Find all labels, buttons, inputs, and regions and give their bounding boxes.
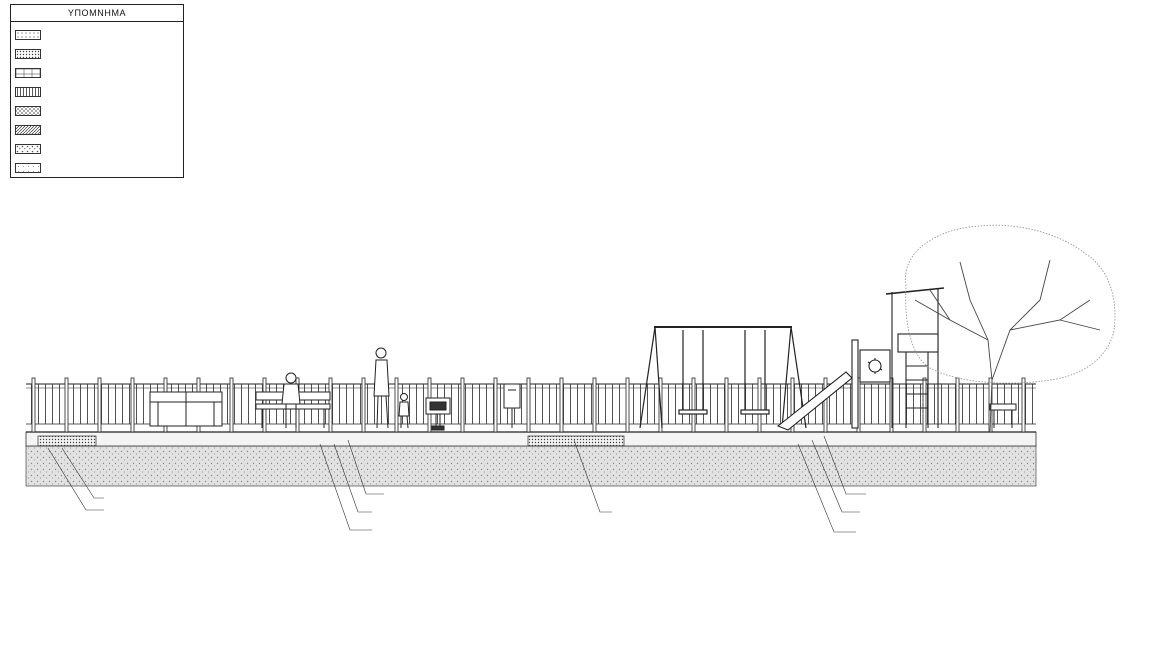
- fence-post: [493, 377, 498, 433]
- seated-person-figure: [281, 372, 301, 428]
- fence-post: [361, 377, 366, 433]
- legend-item: [15, 63, 179, 82]
- legend-item: [15, 101, 179, 120]
- legend-swatch-light-dots: [15, 162, 41, 173]
- fence-post: [130, 377, 135, 433]
- fence-post: [229, 377, 234, 433]
- fence-post: [394, 377, 399, 433]
- fence-post: [97, 377, 102, 433]
- fence-post: [31, 377, 36, 433]
- fence-post: [625, 377, 630, 433]
- legend-swatch-bricks: [15, 67, 41, 78]
- legend-box: ΥΠΟΜΝΗΜΑ: [10, 4, 184, 178]
- legend-list: [11, 22, 183, 177]
- leader-lines: [47, 435, 866, 533]
- fence-post: [1021, 377, 1026, 433]
- legend-swatch-diagonal: [15, 124, 41, 135]
- fence-post: [790, 377, 795, 433]
- fence-post: [559, 377, 564, 433]
- play-tower: [859, 287, 945, 428]
- fence-post: [724, 377, 729, 433]
- legend-item: [15, 158, 179, 177]
- fence-post: [460, 377, 465, 433]
- tree: [904, 224, 1116, 433]
- fence-post: [955, 377, 960, 433]
- spring-rider: [425, 397, 451, 431]
- legend-swatch-cross: [15, 105, 41, 116]
- legend-swatch-gravel: [15, 143, 41, 154]
- fence-post: [691, 377, 696, 433]
- fence-post: [757, 377, 762, 433]
- fence-post: [526, 377, 531, 433]
- legend-swatch-vertical: [15, 86, 41, 97]
- legend-item: [15, 120, 179, 139]
- info-sign: [503, 383, 521, 428]
- standing-person-figure: [373, 347, 390, 429]
- legend-item: [15, 25, 179, 44]
- slide: [776, 339, 859, 431]
- legend-title: ΥΠΟΜΝΗΜΑ: [11, 5, 183, 22]
- legend-item: [15, 139, 179, 158]
- legend-item: [15, 82, 179, 101]
- fence-post: [592, 377, 597, 433]
- legend-item: [15, 44, 179, 63]
- child-figure: [398, 393, 410, 429]
- swing-set: [639, 326, 807, 429]
- fence-post: [823, 377, 828, 433]
- legend-swatch-dense-dots: [15, 48, 41, 59]
- small-bench: [989, 403, 1017, 428]
- fence-post: [64, 377, 69, 433]
- fence-post: [922, 377, 927, 433]
- legend-swatch-dots: [15, 29, 41, 40]
- picnic-table: [149, 391, 223, 427]
- ground-section: [25, 431, 1037, 487]
